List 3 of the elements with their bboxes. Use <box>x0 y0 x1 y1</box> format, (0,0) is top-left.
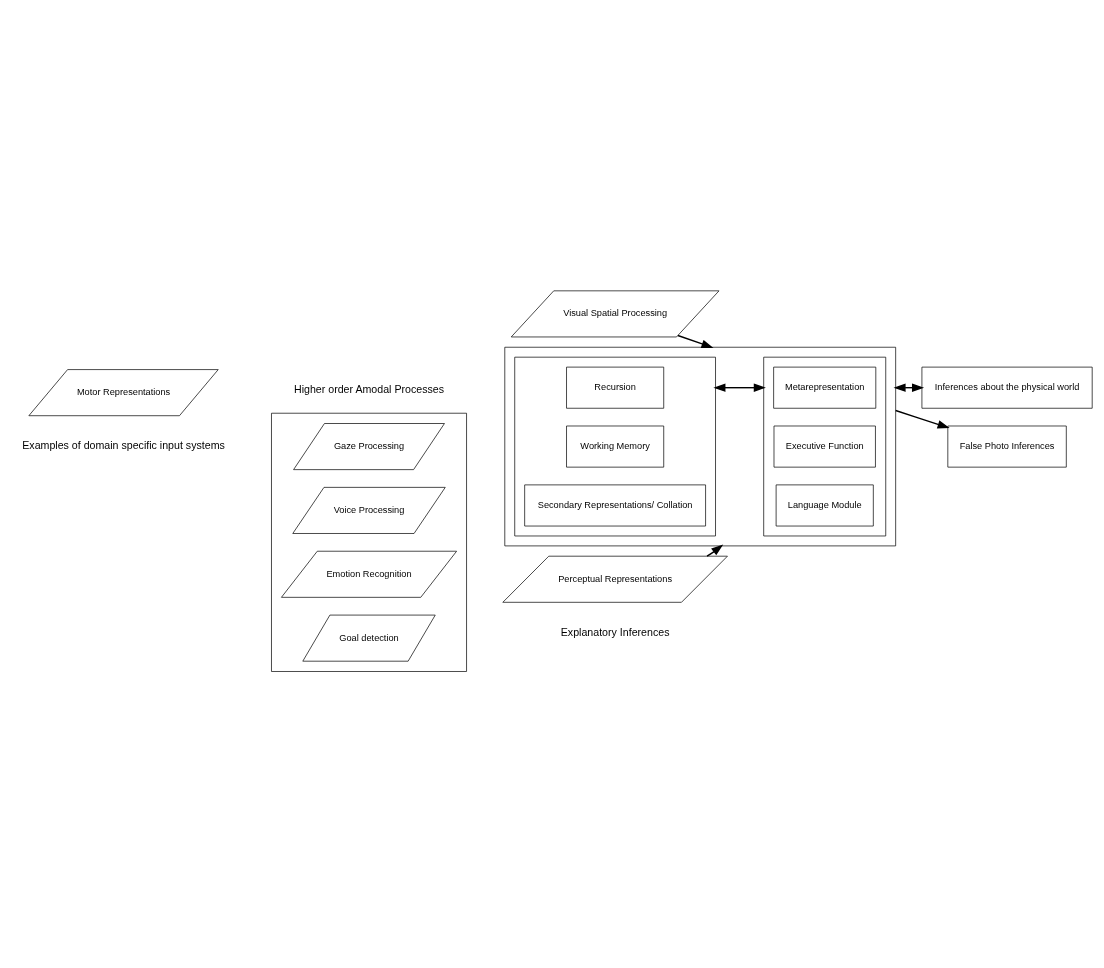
label: Examples of domain specific input systems <box>22 439 225 452</box>
label: Explanatory Inferences <box>560 625 670 638</box>
label: Higher order Amodal Processes <box>294 383 445 396</box>
